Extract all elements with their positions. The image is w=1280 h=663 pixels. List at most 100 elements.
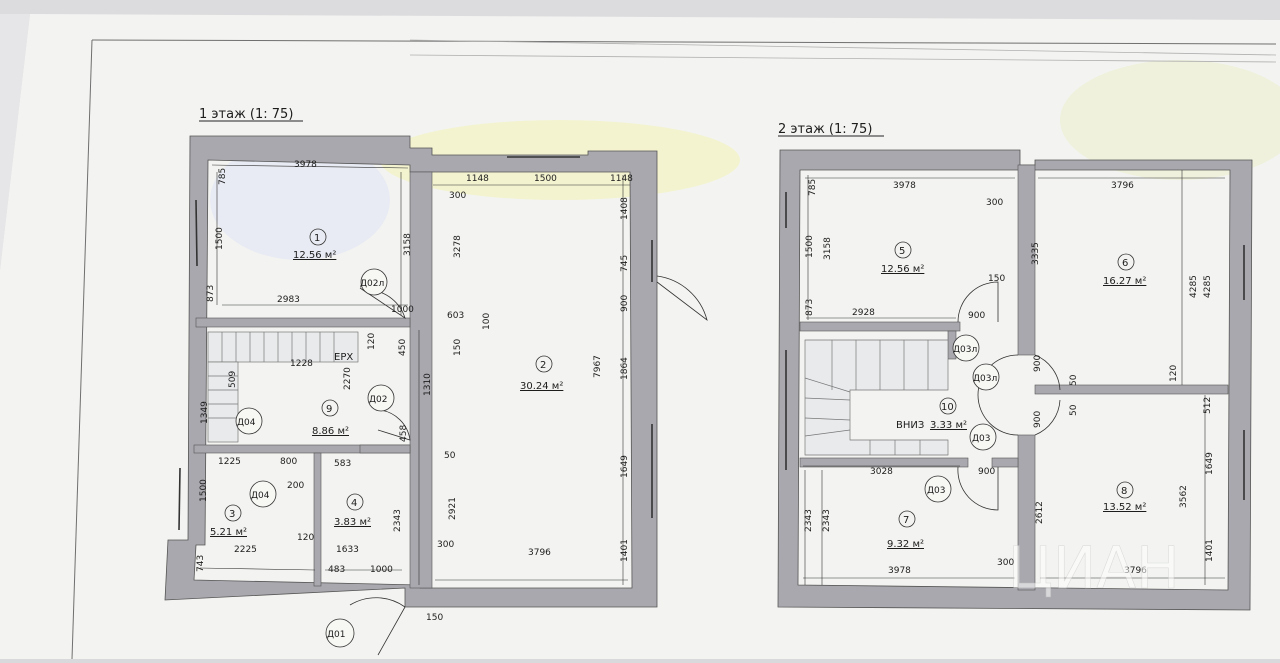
- floor-2-door-tags: [924, 334, 1000, 503]
- svg-text:785: 785: [218, 168, 228, 185]
- floor-2-dimensions: 3978 3796 785 1500 873 3158 300 150 2928…: [804, 179, 1215, 576]
- svg-text:1864: 1864: [620, 357, 630, 380]
- svg-text:2983: 2983: [277, 295, 300, 305]
- svg-text:50: 50: [1069, 374, 1079, 386]
- svg-text:300: 300: [986, 198, 1003, 208]
- svg-text:450: 450: [398, 339, 408, 356]
- floor-2-windows: [785, 192, 1245, 500]
- svg-text:785: 785: [808, 179, 818, 196]
- floor-1-dimensions: 3978 1148 1500 1148 785 1500 873 2983 31…: [196, 160, 633, 623]
- room-number: 9: [326, 404, 332, 415]
- floor-1-interior-walls: [193, 171, 433, 589]
- svg-text:603: 603: [447, 311, 464, 321]
- svg-text:800: 800: [280, 457, 297, 467]
- svg-text:7967: 7967: [593, 355, 603, 378]
- floor-2-plan: 2 этаж (1: 75): [777, 122, 1253, 611]
- room-area: 3.83 м²: [334, 517, 371, 528]
- room-area: 3.33 м²: [930, 420, 967, 431]
- floor-1-doors: [349, 275, 708, 656]
- door-tag: Д03л: [973, 374, 997, 384]
- svg-text:900: 900: [620, 295, 630, 312]
- svg-text:873: 873: [206, 285, 216, 302]
- svg-text:583: 583: [334, 459, 351, 469]
- door-tag: Д04: [251, 491, 270, 501]
- room-area: 5.21 м²: [210, 527, 247, 538]
- svg-text:100: 100: [482, 313, 492, 330]
- svg-text:2928: 2928: [852, 308, 875, 318]
- svg-text:1649: 1649: [1205, 452, 1215, 475]
- floor-1-title: 1 этаж (1: 75): [199, 107, 293, 122]
- svg-text:458: 458: [399, 425, 409, 442]
- svg-text:150: 150: [988, 274, 1005, 284]
- svg-text:120: 120: [1169, 365, 1179, 382]
- floor-2-staircase: [804, 339, 949, 456]
- room-number: 7: [903, 515, 909, 526]
- watermark: ЦИАН: [1008, 534, 1180, 602]
- floor-1-exterior-wall: [164, 135, 658, 608]
- svg-text:1225: 1225: [218, 457, 241, 467]
- svg-text:1408: 1408: [620, 197, 630, 220]
- svg-text:3158: 3158: [823, 237, 833, 260]
- svg-text:1500: 1500: [215, 227, 225, 250]
- svg-text:1500: 1500: [805, 235, 815, 258]
- svg-text:3158: 3158: [403, 233, 413, 256]
- svg-text:3978: 3978: [893, 181, 916, 191]
- floor-1-staircase: [207, 331, 359, 443]
- room-number: 8: [1121, 486, 1127, 497]
- svg-text:3978: 3978: [294, 160, 317, 170]
- svg-text:200: 200: [287, 481, 304, 491]
- room-number: 4: [351, 498, 357, 509]
- door-tag: Д04: [237, 418, 256, 428]
- floor-2-doors: [957, 281, 1061, 511]
- room-area: 16.27 м²: [1103, 276, 1146, 287]
- svg-text:1349: 1349: [200, 401, 210, 424]
- svg-text:900: 900: [968, 311, 985, 321]
- svg-text:2921: 2921: [448, 497, 458, 520]
- svg-text:3278: 3278: [453, 235, 463, 258]
- svg-text:150: 150: [453, 339, 463, 356]
- svg-text:300: 300: [997, 558, 1014, 568]
- svg-text:120: 120: [297, 533, 314, 543]
- svg-text:1148: 1148: [610, 174, 633, 184]
- svg-text:3028: 3028: [870, 467, 893, 477]
- room-number: 3: [229, 509, 235, 520]
- svg-text:2270: 2270: [343, 367, 353, 390]
- svg-text:150: 150: [426, 613, 443, 623]
- floor-1-dimension-lines: [199, 164, 630, 585]
- svg-text:1000: 1000: [370, 565, 393, 575]
- svg-text:509: 509: [228, 371, 238, 388]
- svg-text:483: 483: [328, 565, 345, 575]
- room-number: 5: [899, 246, 905, 257]
- svg-text:900: 900: [1033, 355, 1043, 372]
- stair-direction-label: ЕРХ: [334, 352, 353, 363]
- door-tag: Д02: [369, 395, 387, 405]
- svg-text:2343: 2343: [822, 509, 832, 532]
- door-tag: Д03л: [953, 345, 977, 355]
- svg-text:1310: 1310: [423, 373, 433, 396]
- svg-text:743: 743: [196, 555, 206, 572]
- svg-text:3796: 3796: [1111, 181, 1134, 191]
- svg-text:2343: 2343: [393, 509, 403, 532]
- floor-1-door-tags: [235, 268, 395, 648]
- svg-text:50: 50: [1069, 404, 1079, 416]
- svg-text:3796: 3796: [528, 548, 551, 558]
- svg-text:3562: 3562: [1179, 485, 1189, 508]
- door-tag: Д03: [972, 434, 990, 444]
- svg-text:745: 745: [620, 255, 630, 272]
- svg-text:1500: 1500: [534, 174, 557, 184]
- svg-text:3335: 3335: [1031, 242, 1041, 265]
- room-area: 12.56 м²: [881, 264, 924, 275]
- svg-text:1401: 1401: [1205, 539, 1215, 562]
- room-number: 2: [540, 360, 546, 371]
- room-area: 8.86 м²: [312, 426, 349, 437]
- door-tag: Д03: [927, 486, 945, 496]
- svg-text:1148: 1148: [466, 174, 489, 184]
- svg-text:4285: 4285: [1189, 275, 1199, 298]
- svg-text:2225: 2225: [234, 545, 257, 555]
- svg-text:2612: 2612: [1035, 501, 1045, 524]
- room-number: 6: [1122, 258, 1128, 269]
- svg-text:900: 900: [1033, 411, 1043, 428]
- floor-2-room-labels: 5 12.56 м² 6 16.27 м² 7 9.32 м² 8 13.52 …: [881, 241, 1146, 550]
- svg-text:1633: 1633: [336, 545, 359, 555]
